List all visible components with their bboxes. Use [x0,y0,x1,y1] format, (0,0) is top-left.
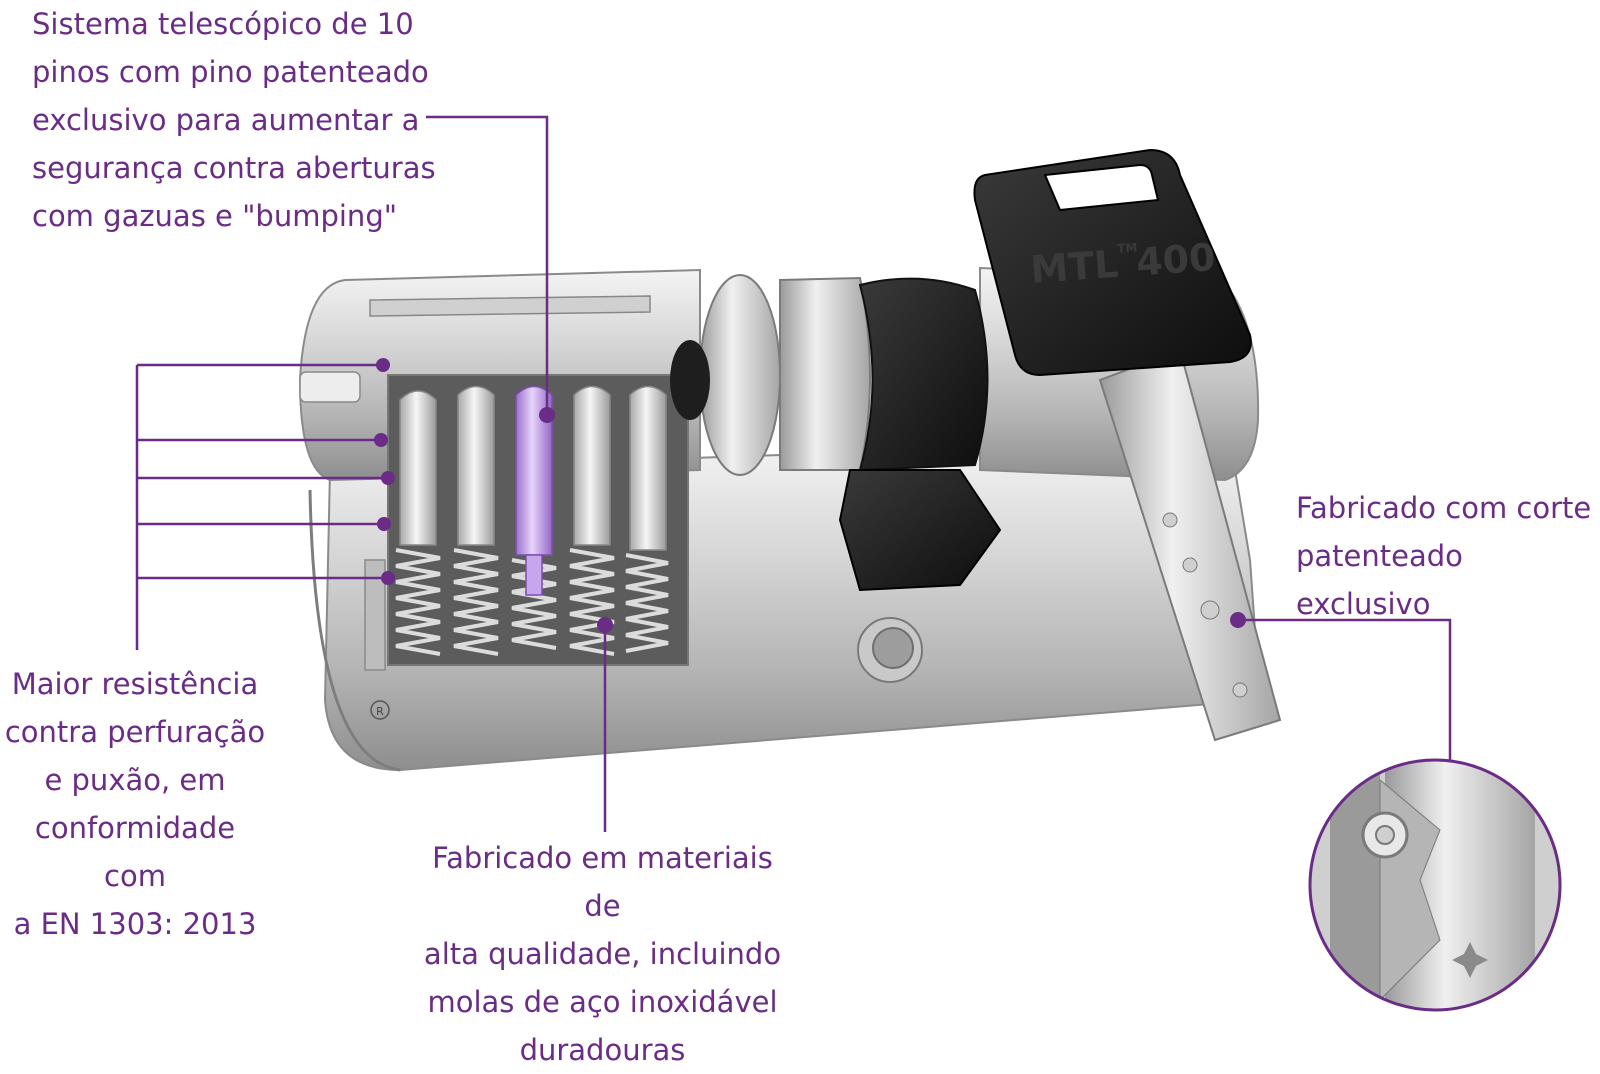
cam-section [670,274,1002,592]
callout-dot [539,407,555,423]
callout-dot [374,433,388,447]
zoom-detail-circle [1308,758,1562,1012]
key-model-text: 400 [1135,235,1217,284]
callout-dot [377,517,391,531]
callout-drill-pull-resistance: Maior resistência contra perfuração e pu… [4,667,266,941]
key-brand-text: MTL [1029,242,1120,292]
screw-hole [857,617,923,683]
callout-telescopic-pins: Sistema telescópico de 10 pinos com pino… [32,7,436,233]
lock-cylinder-illustration: R [135,115,1562,1012]
patented-pin [515,385,553,556]
key-head [973,148,1252,377]
registered-mark: R [376,705,384,718]
cutaway-section [369,295,689,666]
callout-patented-cut: Fabricado com corte patenteado exclusivo [1296,491,1592,621]
springs [395,548,669,656]
callout-dot [381,571,395,585]
callout-quality-materials: Fabricado em materiais de alta qualidade… [423,841,782,1067]
callout-dot [597,617,613,633]
callout-dot [381,471,395,485]
star-mark-icon [1452,942,1488,978]
callout-leaders [135,115,1452,832]
key-trademark-text: TM [1117,240,1138,255]
key: MTL TM 400 [973,148,1282,742]
key-ring-hole [1043,163,1160,212]
callout-dot [376,358,390,372]
callout-dot [1230,612,1246,628]
callout-dots [374,358,1246,633]
cam-lever [838,469,1002,592]
pin-stack [399,385,667,596]
anti-drill-inserts [299,371,386,671]
